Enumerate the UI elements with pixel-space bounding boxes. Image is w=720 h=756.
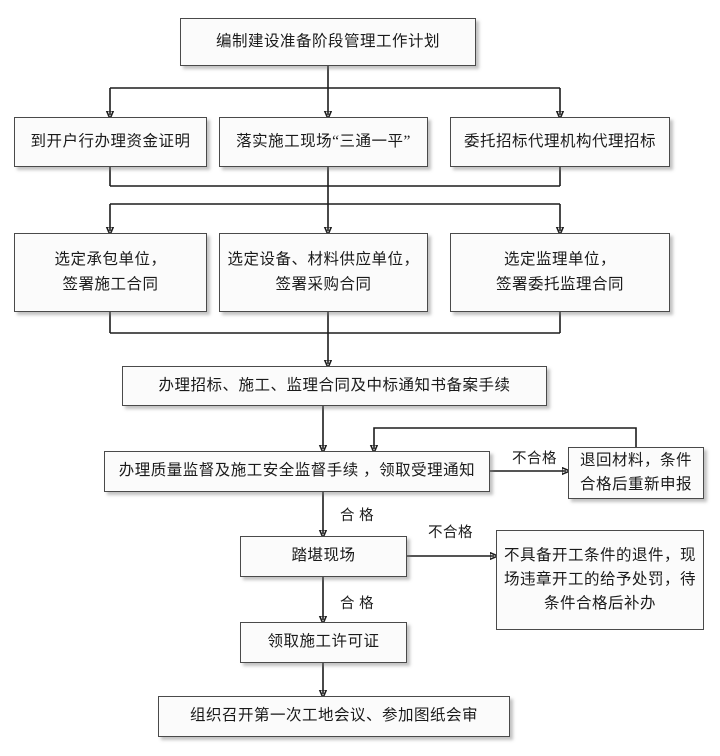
edge-label-pass-to-permit: 合 格 (340, 596, 375, 612)
node-text-line: 办理招标、施工、监理合同及中标通知书备案手续 (158, 376, 511, 394)
node-text-line: 场违章开工的给予处罚，待 (503, 570, 696, 588)
node-text-line: 选定监理单位， (503, 251, 616, 269)
node-construction-permit[interactable]: 领取施工许可证 (240, 622, 407, 663)
node-site-santong-yiping[interactable]: 落实施工现场“三通一平” (219, 117, 428, 167)
node-text-line: 签署施工合同 (62, 275, 159, 293)
node-return-materials[interactable]: 退回材料，条件合格后重新申报 (568, 447, 704, 499)
node-text-line: 不具备开工条件的退件，现 (503, 546, 696, 564)
node-select-supervisor[interactable]: 选定监理单位， 签署委托监理合同 (450, 233, 670, 312)
node-text-line: 条件合格后补办 (543, 595, 656, 612)
wire-n10-feedback-to-n9 (374, 427, 637, 449)
node-quality-safety-supervision[interactable]: 办理质量监督及施工安全监督手续 ，领取受理通知 (104, 451, 490, 492)
node-contract-filing[interactable]: 办理招标、施工、监理合同及中标通知书备案手续 (122, 366, 547, 406)
node-site-survey[interactable]: 踏堪现场 (240, 536, 407, 577)
node-select-contractor[interactable]: 选定承包单位， 签署施工合同 (14, 233, 207, 312)
node-text-line: 踏堪现场 (291, 547, 356, 565)
node-text-line: 选定承包单位， (54, 251, 167, 269)
edge-label-fail-resubmit: 不合格 (512, 451, 557, 467)
node-text-line: 组织召开第一次工地会议、参加图纸会审 (189, 707, 478, 725)
node-text-line: 编制建设准备阶段管理工作计划 (215, 32, 440, 50)
node-text-line: 落实施工现场“三通一平” (236, 132, 411, 150)
node-text-line: 办理质量监督及施工安全监督手续 ，领取受理通知 (118, 462, 476, 480)
node-entrust-tender-agency[interactable]: 委托招标代理机构代理招标 (450, 117, 670, 167)
node-text-line: 退回材料，条件 (579, 451, 692, 469)
node-bank-fund-certificate[interactable]: 到开户行办理资金证明 (14, 117, 207, 167)
node-select-supplier[interactable]: 选定设备、材料供应单位， 签署采购合同 (219, 233, 428, 312)
node-text-line: 签署采购合同 (275, 275, 372, 293)
node-text-line: 委托招标代理机构代理招标 (463, 132, 656, 150)
edge-label-pass-to-survey: 合 格 (340, 508, 375, 524)
edge-label-fail-penalty: 不合格 (428, 525, 473, 541)
node-text-line: 领取施工许可证 (267, 633, 380, 651)
node-text-line: 到开户行办理资金证明 (30, 132, 191, 150)
node-prepare-plan[interactable]: 编制建设准备阶段管理工作计划 (180, 18, 476, 66)
node-penalty-notice[interactable]: 不具备开工条件的退件，现场违章开工的给予处罚，待条件合格后补办 (496, 530, 704, 630)
node-text-line: 合格后重新申报 (579, 476, 692, 493)
node-first-site-meeting[interactable]: 组织召开第一次工地会议、参加图纸会审 (158, 696, 510, 737)
node-text-line: 签署委托监理合同 (495, 275, 624, 293)
node-text-line: 选定设备、材料供应单位， (227, 251, 420, 269)
